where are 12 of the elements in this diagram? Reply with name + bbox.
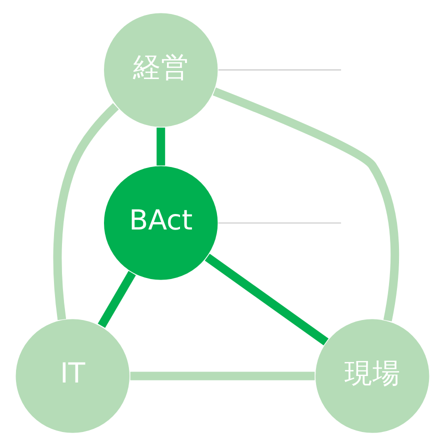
node-circle: BAct (102, 165, 218, 281)
node-circle: 現場 (314, 318, 430, 434)
connector (212, 87, 399, 322)
connector (156, 128, 165, 166)
connector (204, 254, 328, 346)
connector (52, 103, 118, 320)
node-circle: IT (14, 318, 130, 434)
connector (218, 222, 341, 224)
node-circle: 経営 (102, 12, 218, 128)
connector (130, 372, 314, 380)
connector (218, 69, 341, 70)
connector (97, 270, 136, 328)
